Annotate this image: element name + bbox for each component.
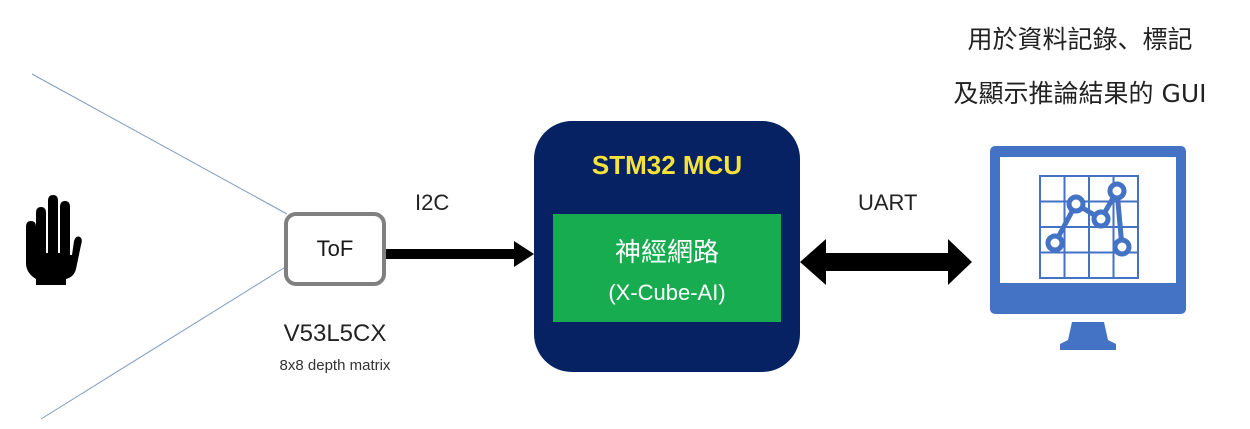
gui-title-line1: 用於資料記錄、標記	[967, 25, 1193, 54]
chart-point	[1112, 237, 1132, 257]
i2c-label: I2C	[415, 190, 450, 215]
tof-label: ToF	[316, 236, 354, 261]
beam-upper-line	[31, 73, 288, 215]
sensor-name: V53L5CX	[283, 320, 387, 347]
neural-network-box: 神經網路 (X-Cube-AI)	[553, 214, 781, 322]
nn-title: 神經網路	[614, 238, 719, 268]
gui-title-line2: 及顯示推論結果的 GUI	[953, 79, 1207, 108]
mcu-title: STM32 MCU	[591, 150, 743, 180]
uart-double-arrow	[800, 239, 972, 285]
chart-point	[1045, 233, 1065, 253]
monitor-chart-icon	[990, 146, 1186, 350]
beam-lower-line	[40, 265, 288, 420]
chart-points	[1045, 181, 1132, 257]
chart-point	[1091, 209, 1111, 229]
i2c-arrow	[386, 241, 534, 267]
nn-subtitle: (X-Cube-AI)	[608, 280, 726, 305]
hand-icon	[26, 195, 82, 285]
chart-point	[1066, 194, 1086, 214]
tof-sensor-box: ToF	[284, 212, 386, 286]
uart-label: UART	[858, 190, 918, 215]
chart-point	[1107, 181, 1127, 201]
monitor-stand	[1060, 322, 1116, 350]
sensor-subtitle: 8x8 depth matrix	[279, 357, 391, 374]
